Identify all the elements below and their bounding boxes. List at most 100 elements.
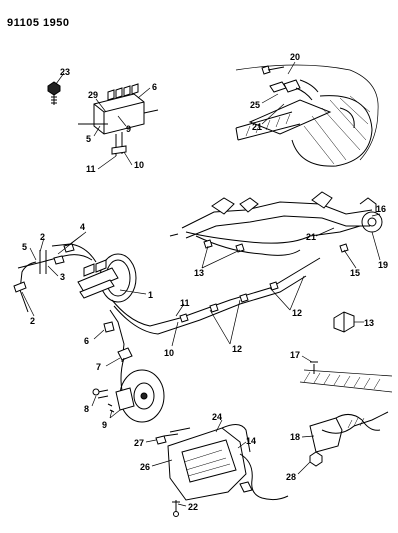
master-cylinder-assembly — [13, 231, 321, 363]
pad-clip — [163, 427, 191, 437]
axle-stub-left — [169, 233, 179, 237]
axle-bracket-right — [311, 191, 333, 209]
callout-28: 28 — [286, 472, 296, 482]
leader-18 — [301, 435, 315, 438]
rear-hub — [361, 211, 383, 233]
leader-2a — [39, 237, 45, 253]
callout-14: 14 — [246, 436, 256, 446]
detail-outline-top — [235, 64, 379, 161]
leader-6a — [137, 87, 151, 99]
callout-24: 24 — [212, 412, 222, 422]
callout-6: 6 — [152, 82, 157, 92]
leader-22 — [177, 503, 187, 507]
callout-11: 11 — [86, 164, 96, 174]
leader-2b — [21, 291, 35, 317]
callout-10-lower: 10 — [164, 348, 174, 358]
leader-14 — [237, 441, 247, 449]
leader-27 — [145, 439, 157, 443]
callout-6-lower: 6 — [84, 336, 89, 346]
bracket-2-lower — [13, 281, 27, 293]
bolt-23-head — [47, 81, 61, 96]
frame-floor-edge — [299, 369, 393, 393]
leader-13a — [201, 245, 241, 269]
leader-26 — [151, 459, 173, 467]
valve-ports — [107, 83, 139, 101]
bolt-8-head — [92, 388, 100, 396]
leader-21a — [261, 103, 285, 125]
leader-5a — [93, 125, 101, 137]
hose-hatch — [347, 417, 365, 429]
leader-28 — [297, 461, 311, 475]
callout-12: 12 — [292, 308, 302, 318]
callout-29: 29 — [88, 90, 98, 100]
frame-floor-hatch — [303, 371, 381, 390]
callout-5-lower: 5 — [22, 242, 27, 252]
rear-brake-fitting — [359, 197, 377, 212]
callout-1: 1 — [148, 290, 153, 300]
valve-body — [93, 93, 145, 135]
fitting-6 — [103, 321, 115, 333]
leader-29 — [95, 98, 107, 113]
leader-3 — [47, 265, 59, 277]
leader-10a — [123, 151, 133, 166]
callout-23: 23 — [60, 67, 70, 77]
diagram-reference-code: 91105 1950 — [7, 17, 70, 29]
proportioning-valve-detail — [47, 72, 159, 170]
callout-25: 25 — [250, 100, 260, 110]
rear-axle-assembly — [169, 191, 383, 269]
leader-15 — [343, 249, 357, 269]
leader-20 — [287, 61, 296, 75]
callout-21: 21 — [252, 122, 262, 132]
callout-8: 8 — [84, 404, 89, 414]
callout-5: 5 — [86, 134, 91, 144]
part-27 — [155, 435, 167, 445]
main-line-to-rear — [111, 257, 321, 327]
part-24-edge — [221, 424, 251, 453]
parking-brake-cable — [239, 453, 289, 501]
line-to-left-front — [17, 254, 93, 269]
rear-hose-18 — [335, 414, 381, 431]
bolt-23-shank — [51, 95, 57, 105]
master-cylinder-reservoir — [83, 259, 107, 277]
leader-17 — [301, 355, 313, 363]
callout-9-lower: 9 — [102, 420, 107, 430]
callout-13-clip: 13 — [364, 318, 374, 328]
clip-15 — [339, 243, 349, 253]
valve-body-edges — [93, 101, 145, 134]
callout-16: 16 — [376, 204, 386, 214]
bracket-plate — [248, 99, 332, 135]
line-clips-12 — [179, 281, 279, 323]
leader-1 — [119, 289, 147, 295]
rotor-center — [140, 392, 148, 400]
callout-15: 15 — [350, 268, 360, 278]
brake-hose-rear — [295, 79, 319, 101]
leader-5b — [29, 247, 37, 261]
caliper-housing — [167, 427, 247, 501]
callout-12-lower: 12 — [232, 344, 242, 354]
leader-23 — [55, 72, 65, 85]
axle-lower-edge — [185, 215, 370, 239]
rear-brake-hose-detail — [297, 355, 393, 475]
tube-nut-10 — [111, 145, 127, 155]
leader-9a — [117, 115, 127, 127]
leader-9b — [109, 409, 121, 419]
leader-12b — [209, 299, 241, 345]
junction-block-left — [39, 250, 47, 274]
screw-17 — [310, 361, 318, 374]
callout-9: 9 — [126, 124, 131, 134]
drum-outline — [291, 95, 373, 167]
fittings-4 — [53, 243, 75, 265]
brake-hose-fitting-7 — [117, 347, 133, 361]
rear-hose-bracket-detail — [235, 61, 379, 167]
callout-27: 27 — [134, 438, 144, 448]
proportioning-valve — [79, 279, 115, 299]
callout-21-axle: 21 — [306, 232, 316, 242]
clip-13-isolated — [333, 311, 364, 333]
valve-tubes — [78, 109, 159, 125]
callout-17: 17 — [290, 350, 300, 360]
rear-caliper-assembly — [145, 419, 289, 517]
leader-11a — [97, 155, 117, 170]
caliper — [115, 387, 135, 411]
leader-25 — [261, 93, 279, 104]
callout-13: 13 — [194, 268, 204, 278]
